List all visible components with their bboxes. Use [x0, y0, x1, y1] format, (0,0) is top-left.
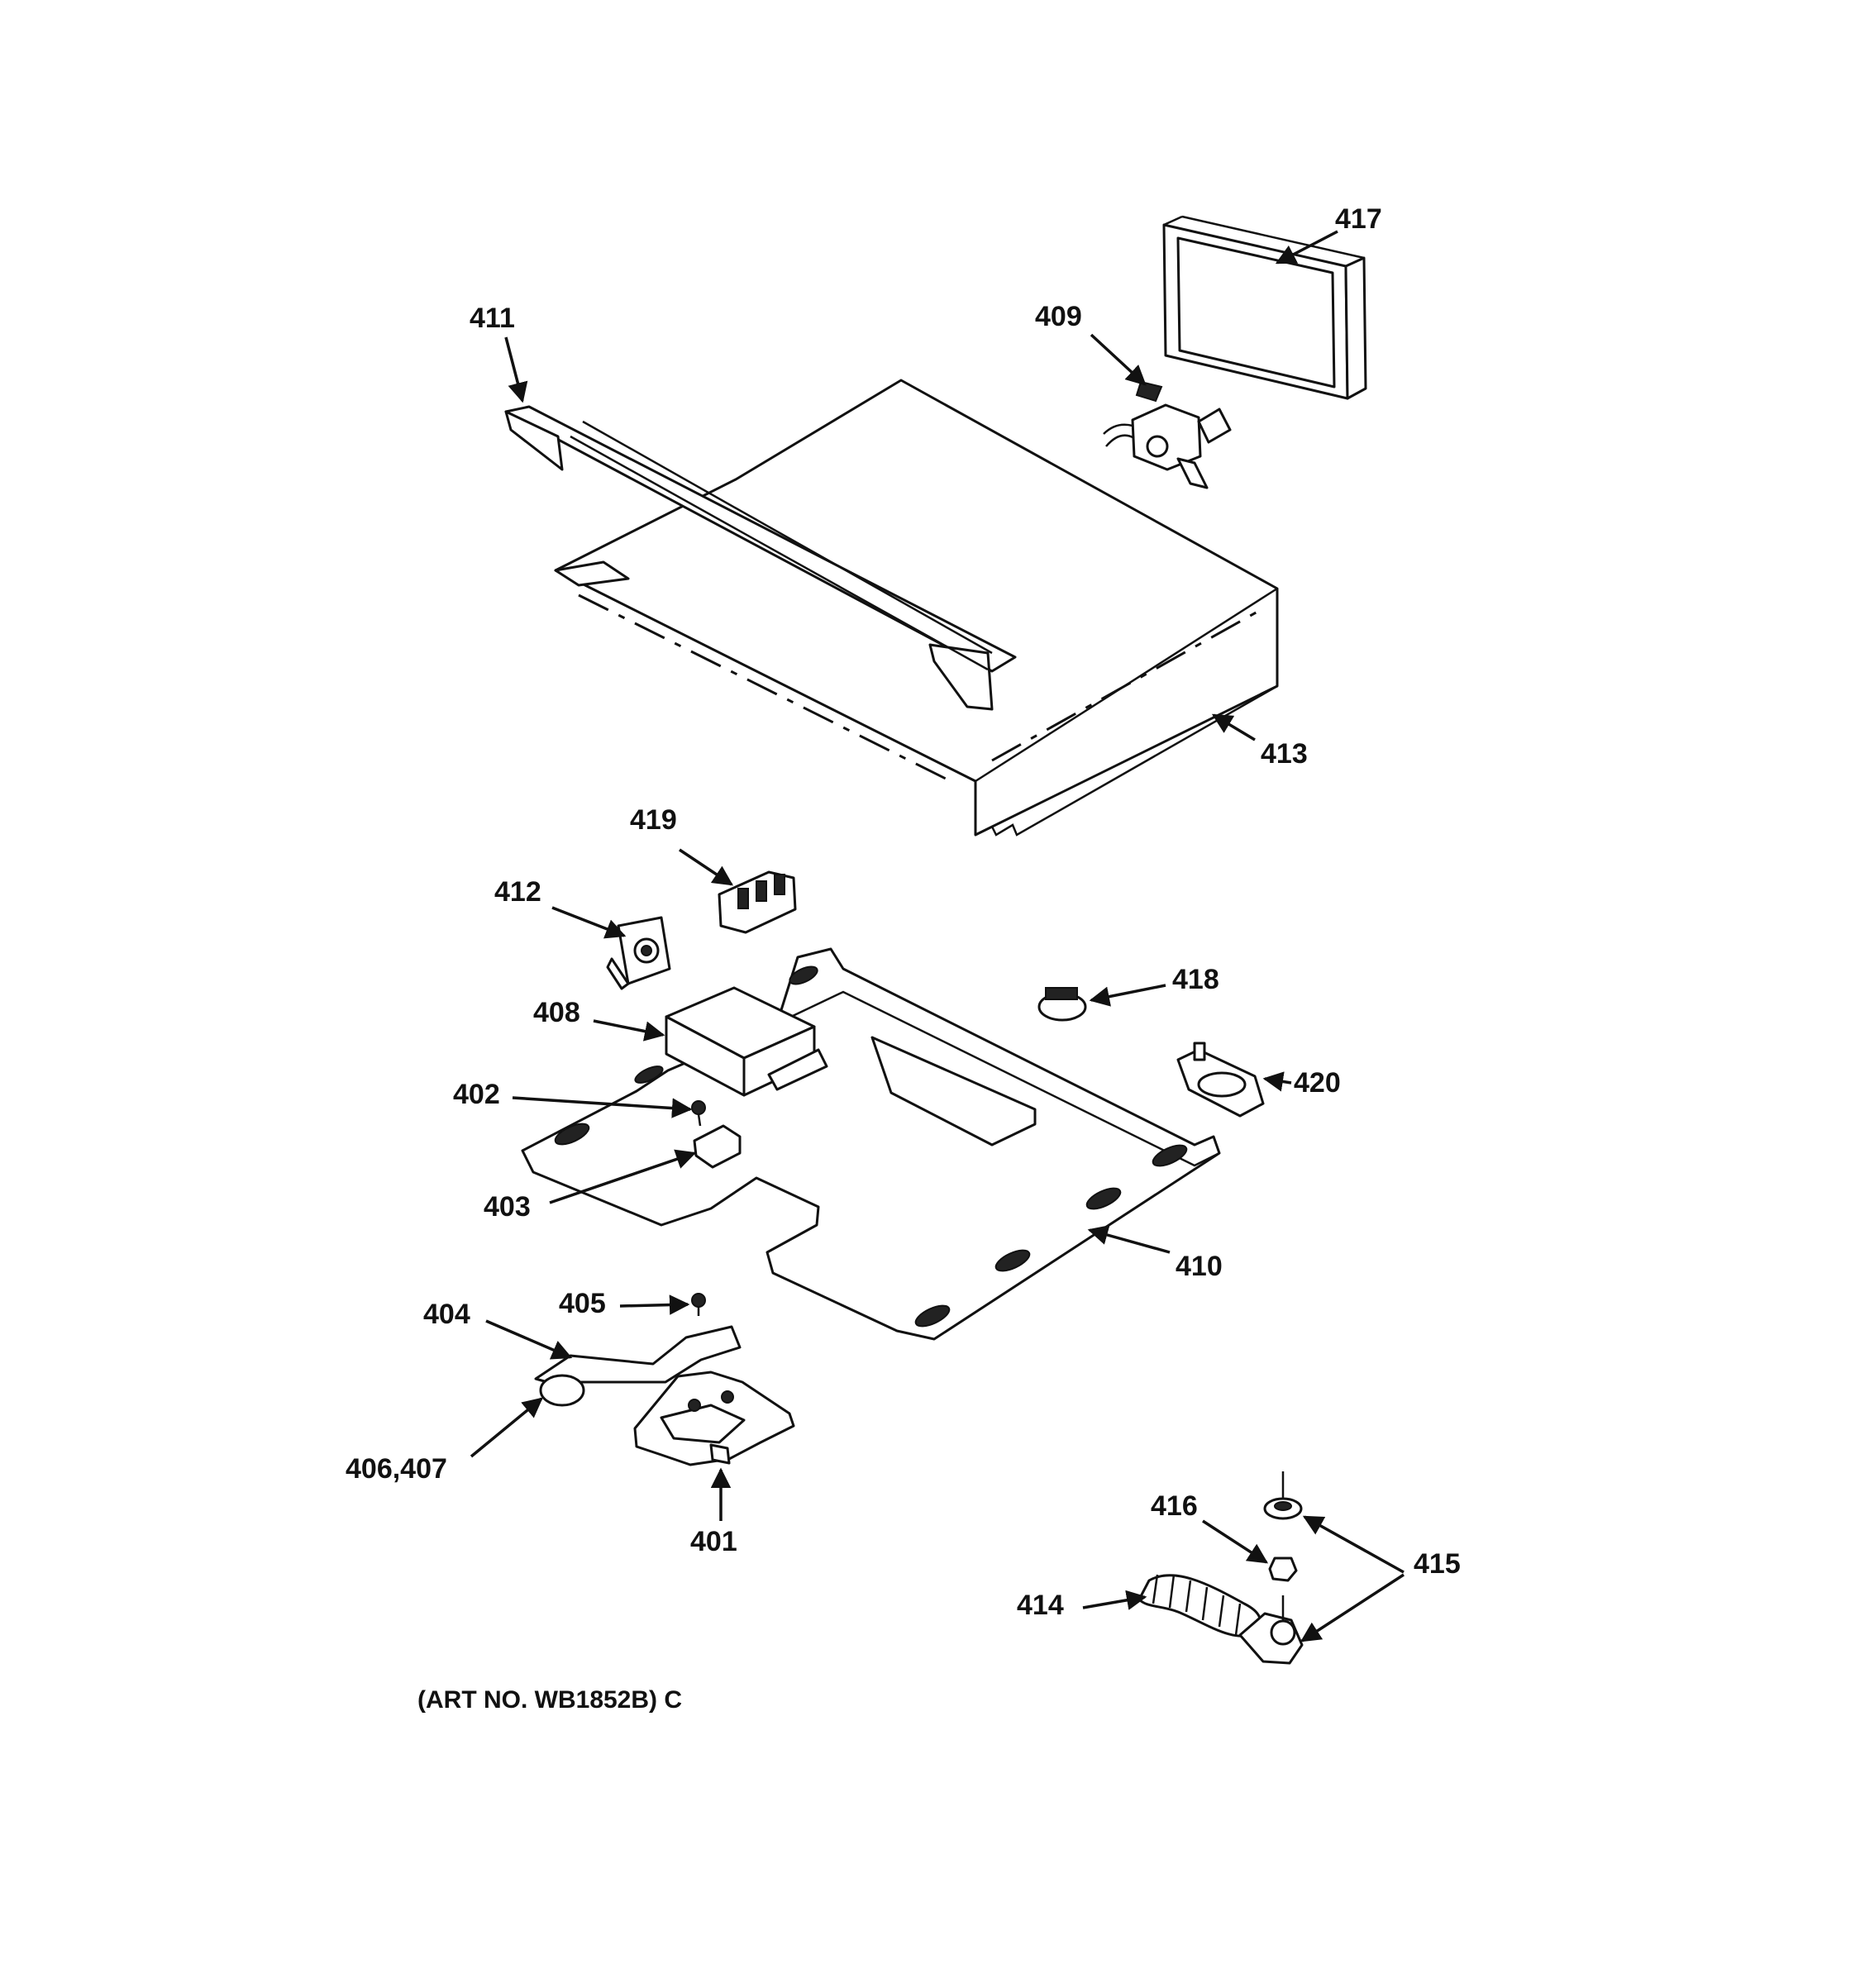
part-418-thermostat [1037, 987, 1087, 1022]
callout-409: 409 [1035, 301, 1082, 332]
callout-416: 416 [1151, 1490, 1198, 1522]
callout-411: 411 [470, 303, 515, 334]
art-number-caption: (ART NO. WB1852B) C [417, 1686, 683, 1714]
part-410-base-plate [521, 947, 1221, 1341]
callout-406-407: 406,407 [346, 1453, 447, 1485]
callout-418: 418 [1172, 964, 1219, 995]
leader-lines [470, 230, 1405, 1642]
callout-403: 403 [484, 1191, 531, 1223]
callout-417: 417 [1335, 203, 1382, 235]
part-415-fitting-upper [1263, 1471, 1303, 1520]
callout-413: 413 [1261, 738, 1308, 770]
part-415-fitting-lower [1238, 1595, 1304, 1665]
callout-412: 412 [494, 876, 541, 908]
callout-419: 419 [630, 804, 677, 836]
part-402-screw [691, 1100, 706, 1127]
part-411-rail [504, 405, 1017, 711]
callout-404: 404 [423, 1299, 470, 1330]
part-414-hose [1137, 1574, 1261, 1638]
part-412-bracket [606, 916, 671, 990]
callout-408: 408 [533, 997, 580, 1028]
part-405-screw [691, 1293, 706, 1316]
callout-415: 415 [1414, 1548, 1461, 1580]
part-420-cutoff [1176, 1042, 1265, 1118]
part-419-terminal [718, 870, 797, 934]
part-406-407-knob [539, 1374, 585, 1407]
callout-420: 420 [1294, 1067, 1341, 1099]
callout-402: 402 [453, 1079, 500, 1110]
callout-401: 401 [690, 1526, 737, 1557]
callout-410: 410 [1176, 1251, 1223, 1282]
part-401-latch [633, 1371, 795, 1466]
part-409-switch [1103, 380, 1232, 489]
part-416-nut [1268, 1557, 1298, 1582]
part-417-trim [1162, 215, 1367, 400]
callout-414: 414 [1017, 1590, 1064, 1621]
callout-405: 405 [559, 1288, 606, 1319]
part-408-control-box [665, 986, 828, 1097]
